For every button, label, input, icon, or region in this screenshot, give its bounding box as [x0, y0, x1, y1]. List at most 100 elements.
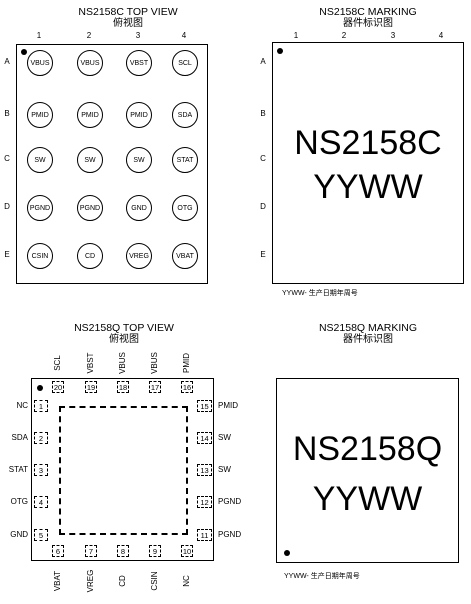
solder-ball: VBUS — [27, 50, 53, 76]
pin-name: SDA — [11, 433, 28, 442]
pin-pad: 17 — [149, 381, 161, 393]
pin-name: CD — [118, 575, 127, 587]
solder-ball: PMID — [27, 102, 53, 128]
row-label: D — [4, 202, 10, 211]
pin-name: VBAT — [53, 570, 62, 592]
solder-ball: SW — [77, 147, 103, 173]
solder-ball: PMID — [77, 102, 103, 128]
row-label: D — [260, 202, 266, 211]
pin-pad: 8 — [117, 545, 129, 557]
row-label: E — [4, 250, 10, 259]
solder-ball: VREG — [126, 243, 152, 269]
solder-ball: CD — [77, 243, 103, 269]
pin-name: NC — [16, 401, 28, 410]
pin-name: SW — [218, 465, 231, 474]
column-label: 4 — [181, 31, 187, 40]
solder-ball: VBUS — [77, 50, 103, 76]
pin1-dot — [284, 550, 290, 556]
pin-name: SCL — [53, 355, 62, 371]
solder-ball: SDA — [172, 102, 198, 128]
qfn-marking-subtitle: 器件标识图 — [343, 334, 393, 345]
pin-pad: 5 — [34, 529, 48, 541]
pin-name: VREG — [86, 569, 95, 593]
pin-name: GND — [10, 530, 28, 539]
pin-pad: 12 — [197, 496, 212, 508]
pin-pad: 3 — [34, 464, 48, 476]
solder-ball: VBAT — [172, 243, 198, 269]
solder-ball: VBST — [126, 50, 152, 76]
row-label: B — [4, 109, 10, 118]
pin-name: PGND — [218, 497, 242, 506]
column-label: 1 — [36, 31, 42, 40]
bga-marking-title: NS2158C MARKING — [319, 6, 417, 18]
qfn-marking-title: NS2158Q MARKING — [318, 322, 418, 334]
bga-marking-subtitle: 器件标识图 — [343, 18, 393, 29]
qfn-marking-package: NS2158Q YYWW — [276, 378, 459, 563]
bga-marking-note: YYWW- 生产日期年周号 — [282, 290, 358, 297]
pin-pad: 20 — [52, 381, 64, 393]
pin-pad: 4 — [34, 496, 48, 508]
column-label: 1 — [293, 31, 299, 40]
pin1-dot — [21, 49, 27, 55]
solder-ball: SCL — [172, 50, 198, 76]
pin-name: VBUS — [118, 352, 127, 374]
solder-ball: CSIN — [27, 243, 53, 269]
pin-pad: 1 — [34, 400, 48, 412]
bga-top-title: NS2158C TOP VIEW — [78, 6, 178, 18]
pin-name: PMID — [218, 401, 238, 410]
pin1-dot — [277, 48, 283, 54]
bga-top-subtitle: 俯视图 — [113, 18, 143, 29]
qfn-marking-note: YYWW- 生产日期年周号 — [284, 573, 360, 580]
row-label: A — [260, 57, 266, 66]
solder-ball: STAT — [172, 147, 198, 173]
exposed-pad — [59, 406, 188, 535]
pin-pad: 6 — [52, 545, 64, 557]
pin-pad: 2 — [34, 432, 48, 444]
pin-pad: 9 — [149, 545, 161, 557]
pin-name: STAT — [8, 465, 28, 474]
pin-pad: 18 — [117, 381, 129, 393]
pin-name: VBUS — [150, 352, 159, 374]
pin-pad: 19 — [85, 381, 97, 393]
marking-part-number: NS2158C — [294, 124, 442, 162]
row-label: C — [260, 154, 266, 163]
column-label: 3 — [390, 31, 396, 40]
pin-name: SW — [218, 433, 231, 442]
pin-name: NC — [182, 575, 191, 587]
column-label: 3 — [135, 31, 141, 40]
row-label: B — [260, 109, 266, 118]
bga-marking-package: NS2158C YYWW — [272, 42, 464, 284]
pin-name: CSIN — [150, 571, 159, 591]
solder-ball: OTG — [172, 195, 198, 221]
solder-ball: PGND — [77, 195, 103, 221]
marking-date-code: YYWW — [312, 480, 423, 518]
solder-ball: PGND — [27, 195, 53, 221]
pin-name: OTG — [10, 497, 28, 506]
solder-ball: GND — [126, 195, 152, 221]
pin-pad: 16 — [181, 381, 193, 393]
pin-pad: 15 — [197, 400, 212, 412]
column-label: 4 — [438, 31, 444, 40]
solder-ball: SW — [27, 147, 53, 173]
column-label: 2 — [341, 31, 347, 40]
pin-pad: 7 — [85, 545, 97, 557]
qfn-top-title: NS2158Q TOP VIEW — [74, 322, 174, 334]
qfn-top-subtitle: 俯视图 — [109, 334, 139, 345]
pin-pad: 10 — [181, 545, 193, 557]
marking-date-code: YYWW — [313, 168, 423, 206]
row-label: A — [4, 57, 10, 66]
marking-part-number: NS2158Q — [292, 430, 443, 468]
pin-pad: 11 — [197, 529, 212, 541]
pin-name: PGND — [218, 530, 242, 539]
column-label: 2 — [86, 31, 92, 40]
pin-name: VBST — [86, 352, 95, 374]
bga-top-package: VBUS VBUS VBST SCL PMID PMID PMID SDA SW SW SW STAT… — [16, 44, 208, 284]
pin-pad: 14 — [197, 432, 212, 444]
pin1-dot — [37, 385, 43, 391]
row-label: E — [260, 250, 266, 259]
solder-ball: SW — [126, 147, 152, 173]
qfn-top-package — [31, 378, 214, 561]
row-label: C — [4, 154, 10, 163]
pin-pad: 13 — [197, 464, 212, 476]
solder-ball: PMID — [126, 102, 152, 128]
